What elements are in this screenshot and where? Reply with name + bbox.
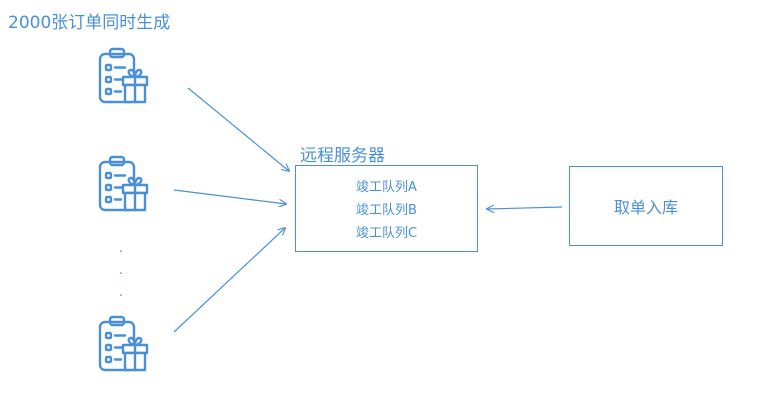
order-gift-icon (98, 47, 149, 104)
ellipsis-dot: . (118, 263, 124, 278)
server-box: 竣工队列A 竣工队列B 竣工队列C (295, 165, 478, 252)
fetch-store-label: 取单入库 (613, 198, 678, 217)
diagram-title: 2000张订单同时生成 (8, 13, 171, 33)
server-label: 远程服务器 (300, 146, 385, 166)
fetch-store-box: 取单入库 (569, 166, 723, 246)
queue-item-a: 竣工队列A (356, 180, 417, 195)
queue-item-b: 竣工队列B (356, 203, 417, 218)
ellipsis-dot: . (118, 285, 124, 300)
arrow-fetch-to-server (487, 207, 563, 209)
order-gift-icon (98, 315, 149, 372)
queue-item-c: 竣工队列C (355, 226, 418, 241)
arrow-order1-to-server (187, 87, 289, 171)
ellipsis-dot: . (118, 241, 124, 256)
ellipsis-dots: . . . (114, 238, 128, 304)
order-gift-icon (98, 155, 149, 212)
arrow-order2-to-server (173, 189, 286, 204)
arrow-order3-to-server (173, 228, 285, 333)
